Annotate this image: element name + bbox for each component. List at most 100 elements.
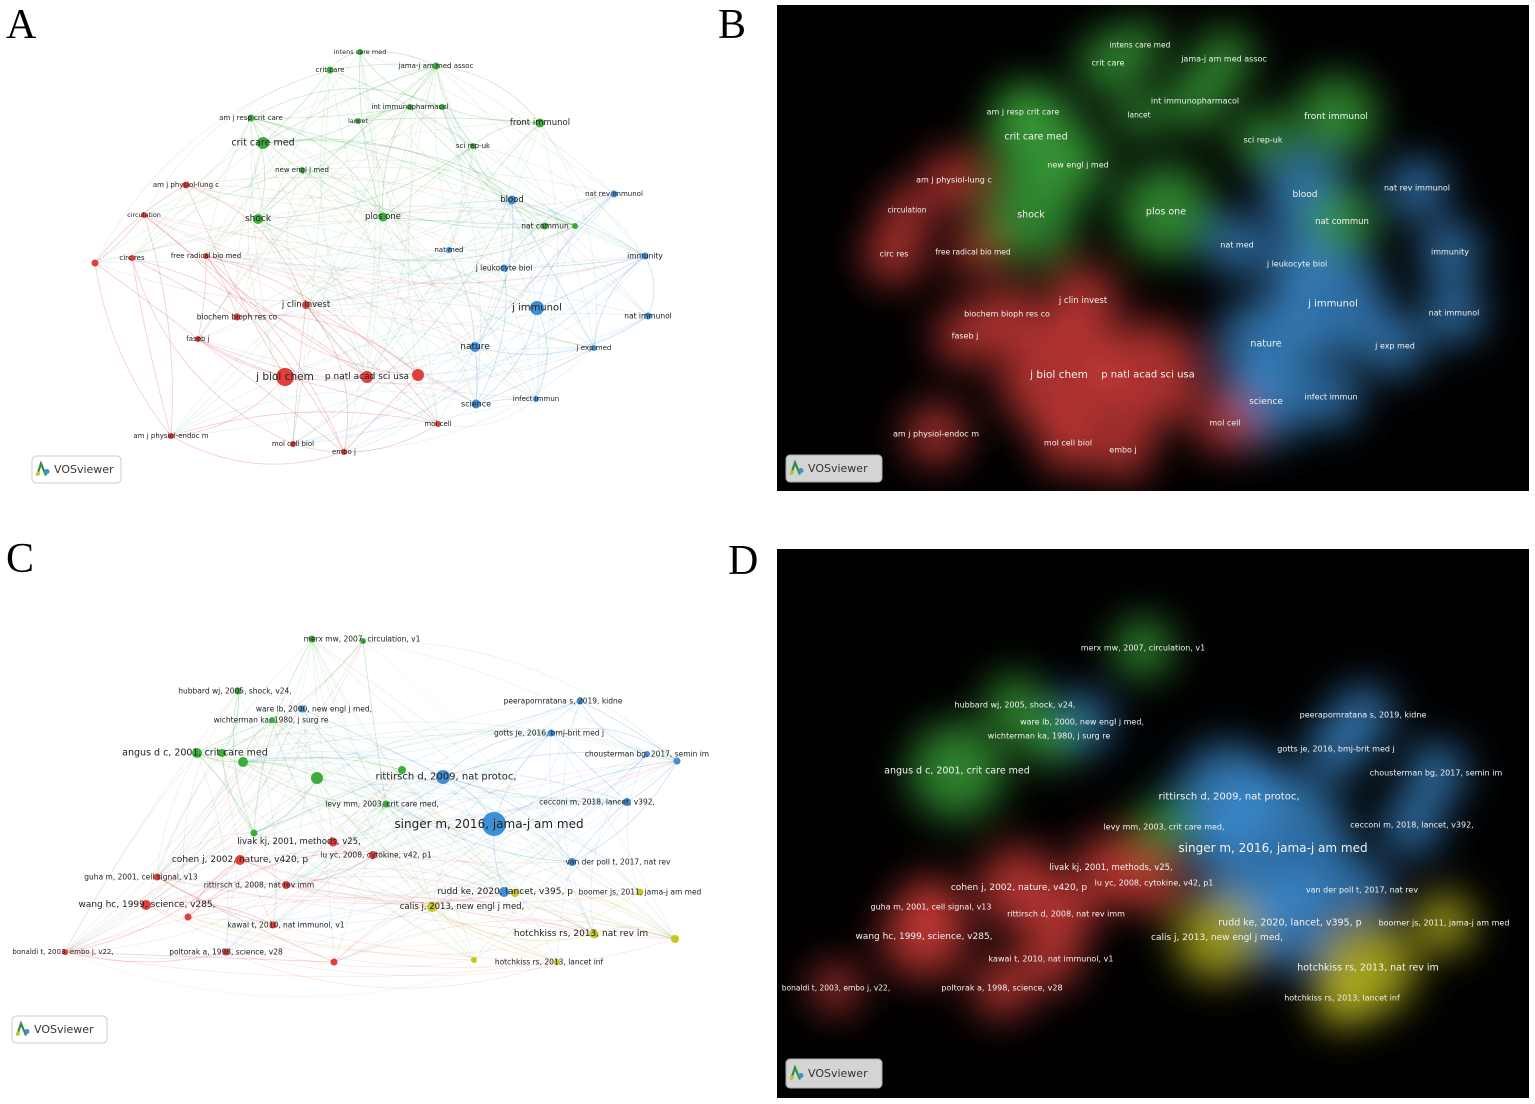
node-label[interactable]: livak kj, 2001, methods, v25, xyxy=(237,837,361,847)
network-node[interactable] xyxy=(341,449,347,455)
density-label[interactable]: j clin invest xyxy=(1058,296,1108,306)
network-node[interactable] xyxy=(308,635,316,643)
network-node[interactable] xyxy=(511,889,519,897)
node-label[interactable]: wang hc, 1999, science, v285, xyxy=(78,900,215,910)
network-node[interactable] xyxy=(435,421,441,427)
node-label[interactable]: immunity xyxy=(627,252,663,261)
network-node[interactable] xyxy=(482,812,506,836)
node-label[interactable]: int immunopharmacol xyxy=(371,103,448,111)
network-node[interactable] xyxy=(644,751,650,757)
network-node[interactable] xyxy=(499,887,509,897)
density-label[interactable]: livak kj, 2001, methods, v25, xyxy=(1049,863,1173,873)
network-node[interactable] xyxy=(233,313,241,321)
network-node[interactable] xyxy=(257,137,269,149)
network-node[interactable] xyxy=(290,441,296,447)
network-node[interactable] xyxy=(398,766,406,774)
density-label[interactable]: new engl j med xyxy=(1047,161,1108,170)
network-node[interactable] xyxy=(91,259,99,267)
network-node[interactable] xyxy=(269,717,275,723)
density-label[interactable]: mol cell biol xyxy=(1044,439,1092,448)
density-label[interactable]: j immunol xyxy=(1307,299,1358,310)
network-node[interactable] xyxy=(184,913,192,921)
density-label[interactable]: merx mw, 2007, circulation, v1 xyxy=(1081,644,1206,653)
network-node[interactable] xyxy=(507,195,517,205)
network-node[interactable] xyxy=(141,900,151,910)
density-label[interactable]: hotchkiss rs, 2013, lancet inf xyxy=(1284,994,1400,1003)
network-node[interactable] xyxy=(378,212,388,222)
network-node[interactable] xyxy=(671,935,679,943)
node-label[interactable]: van der poll t, 2017, nat rev xyxy=(565,858,671,867)
node-label[interactable]: nat rev immunol xyxy=(585,190,643,198)
network-node[interactable] xyxy=(326,66,334,74)
density-label[interactable]: hubbard wj, 2005, shock, v24, xyxy=(955,701,1076,710)
network-node[interactable] xyxy=(62,949,68,955)
density-label[interactable]: bonaldi t, 2003, embo j, v22, xyxy=(782,984,890,993)
density-label[interactable]: front immunol xyxy=(1304,112,1368,122)
density-label[interactable]: crit care xyxy=(1092,59,1125,68)
node-label[interactable]: bonaldi t, 2003, embo j, v22, xyxy=(12,948,113,956)
network-node[interactable] xyxy=(298,705,306,713)
node-label[interactable]: j leukocyte biol xyxy=(475,264,533,273)
node-label[interactable]: j clin invest xyxy=(281,300,331,310)
network-node[interactable] xyxy=(250,829,258,837)
network-node[interactable] xyxy=(673,757,681,765)
density-label[interactable]: science xyxy=(1249,397,1283,407)
network-node[interactable] xyxy=(355,118,361,124)
network-node[interactable] xyxy=(541,222,549,230)
network-node[interactable] xyxy=(471,957,477,963)
node-label[interactable]: circulation xyxy=(127,211,161,219)
node-label[interactable]: poltorak a, 1998, science, v28 xyxy=(169,948,283,957)
node-label[interactable]: circ res xyxy=(119,254,145,262)
density-label[interactable]: ware lb, 2000, new engl j med, xyxy=(1020,718,1144,727)
network-node[interactable] xyxy=(192,748,202,758)
density-label[interactable]: nat immunol xyxy=(1429,309,1480,318)
node-label[interactable]: crit care med xyxy=(231,138,294,149)
node-label[interactable]: gotts je, 2016, bmj-brit med j xyxy=(494,729,604,738)
density-label[interactable]: poltorak a, 1998, science, v28 xyxy=(941,984,1062,993)
node-label[interactable]: hubbard wj, 2005, shock, v24, xyxy=(178,687,291,696)
network-node[interactable] xyxy=(234,687,242,695)
density-label[interactable]: circulation xyxy=(887,206,926,215)
node-label[interactable]: wichterman ka, 1980, j surg re xyxy=(214,716,329,725)
density-label[interactable]: hotchkiss rs, 2013, nat rev im xyxy=(1297,963,1439,974)
node-label[interactable]: am j physiol-lung c xyxy=(153,181,219,189)
node-label[interactable]: lu yc, 2008, cytokine, v42, p1 xyxy=(320,851,432,860)
node-label[interactable]: rudd ke, 2020, lancet, v395, p xyxy=(437,887,573,897)
density-label[interactable]: am j physiol-endoc m xyxy=(893,430,979,439)
network-node[interactable] xyxy=(361,371,373,383)
node-label[interactable]: plos one xyxy=(365,212,401,222)
network-node[interactable] xyxy=(623,798,631,806)
node-label[interactable]: p natl acad sci usa xyxy=(325,372,409,382)
density-label[interactable]: circ res xyxy=(880,250,909,259)
network-node[interactable] xyxy=(357,49,363,55)
network-node[interactable] xyxy=(253,214,263,224)
density-label[interactable]: embo j xyxy=(1109,446,1136,455)
node-label[interactable]: peerapornratana s, 2019, kidne xyxy=(504,697,623,706)
density-label[interactable]: j exp med xyxy=(1374,342,1415,351)
network-node[interactable] xyxy=(129,255,135,261)
network-node[interactable] xyxy=(328,837,338,847)
density-label[interactable]: cohen j, 2002, nature, v420, p xyxy=(951,883,1088,893)
density-label[interactable]: sci rep-uk xyxy=(1243,136,1282,145)
density-label[interactable]: plos one xyxy=(1146,207,1186,218)
network-node[interactable] xyxy=(235,855,245,865)
network-node[interactable] xyxy=(330,958,338,966)
node-label[interactable]: free radical bio med xyxy=(171,252,241,260)
density-label[interactable]: int immunopharmacol xyxy=(1151,97,1239,106)
node-label[interactable]: nat commun xyxy=(521,222,569,231)
density-label[interactable]: am j physiol-lung c xyxy=(916,176,992,185)
density-label[interactable]: kawai t, 2010, nat immunol, v1 xyxy=(989,955,1114,964)
network-node[interactable] xyxy=(238,757,248,767)
node-label[interactable]: mol cell xyxy=(424,420,451,428)
density-label[interactable]: immunity xyxy=(1431,248,1469,257)
density-label[interactable]: wichterman ka, 1980, j surg re xyxy=(988,732,1111,741)
node-label[interactable]: calis j, 2013, new engl j med, xyxy=(400,902,525,912)
node-label[interactable]: science xyxy=(461,400,491,409)
network-node[interactable] xyxy=(153,873,161,881)
density-label[interactable]: peerapornratana s, 2019, kidne xyxy=(1300,711,1427,720)
node-label[interactable]: rittirsch d, 2008, nat rev imm xyxy=(204,881,315,890)
density-label[interactable]: j leukocyte biol xyxy=(1266,260,1327,269)
node-label[interactable]: boomer js, 2011, jama-j am med xyxy=(579,888,702,897)
network-node[interactable] xyxy=(182,181,190,189)
network-node[interactable] xyxy=(470,342,480,352)
